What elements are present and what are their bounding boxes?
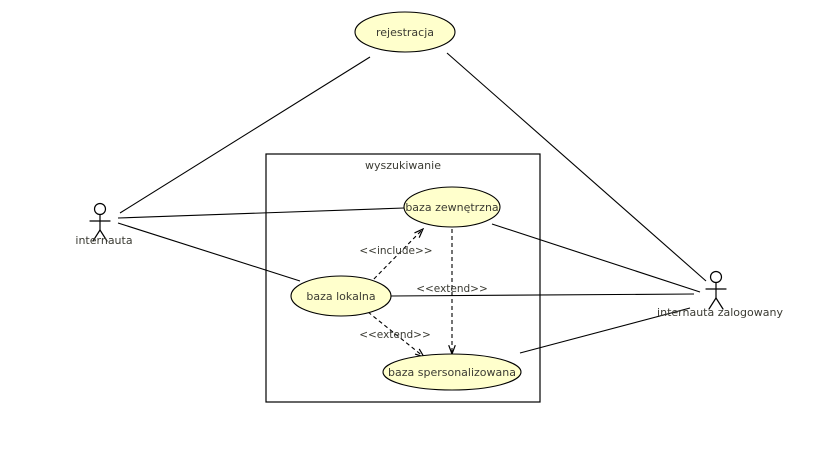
- actor-zalogowany-leg-left: [708, 297, 717, 310]
- association-internauta-baza-lokalna: [117, 222, 301, 282]
- use-case-baza-lokalna[interactable]: baza lokalna: [290, 275, 392, 317]
- extend-stereotype-label-middle: <<extend>>: [416, 283, 488, 295]
- actor-zalogowany-leg-right: [715, 297, 724, 310]
- system-boundary-label: wyszukiwanie: [365, 159, 441, 172]
- association-zalogowany-baza-zewnetrzna: [491, 223, 701, 293]
- include-arrow-lokalna-to-zewnetrzna: [368, 229, 423, 285]
- extend-arrow-lokalna-to-spersonalizowana: [367, 311, 424, 357]
- actor-internauta[interactable]: internauta: [75, 202, 133, 248]
- system-boundary-box: [265, 153, 541, 403]
- actor-internauta-leg-right: [99, 229, 108, 242]
- use-case-baza-lokalna-shape[interactable]: [290, 275, 392, 317]
- actor-zalogowany-head-icon: [709, 270, 723, 284]
- actor-internauta-label: internauta: [75, 234, 132, 247]
- extend-stereotype-label-lower: <<extend>>: [359, 329, 431, 341]
- use-case-baza-spersonalizowana[interactable]: baza spersonalizowana: [382, 353, 522, 391]
- actor-internauta-leg-left: [92, 229, 101, 242]
- association-internauta-baza-zewnetrzna: [117, 207, 405, 219]
- use-case-baza-spersonalizowana-shape[interactable]: [382, 353, 522, 391]
- actor-internauta-head-icon: [93, 202, 107, 216]
- actor-internauta-zalogowany[interactable]: internauta zalogowany: [657, 270, 783, 320]
- include-stereotype-label: <<include>>: [359, 245, 432, 257]
- use-case-rejestracja-shape[interactable]: [354, 11, 456, 53]
- use-case-baza-spersonalizowana-label: baza spersonalizowana: [388, 366, 516, 379]
- association-zalogowany-rejestracja: [446, 52, 707, 282]
- use-case-baza-zewnetrzna[interactable]: baza zewnętrzna: [403, 186, 501, 228]
- use-case-baza-zewnetrzna-shape[interactable]: [403, 186, 501, 228]
- association-internauta-rejestracja: [119, 56, 371, 214]
- use-case-rejestracja-label: rejestracja: [376, 26, 434, 39]
- use-case-baza-zewnetrzna-label: baza zewnętrzna: [405, 201, 498, 214]
- use-case-rejestracja[interactable]: rejestracja: [354, 11, 456, 53]
- actor-zalogowany-label: internauta zalogowany: [657, 306, 783, 319]
- use-case-baza-lokalna-label: baza lokalna: [306, 290, 375, 303]
- association-zalogowany-baza-spersonalizowana: [519, 307, 691, 354]
- association-zalogowany-baza-lokalna: [390, 293, 695, 297]
